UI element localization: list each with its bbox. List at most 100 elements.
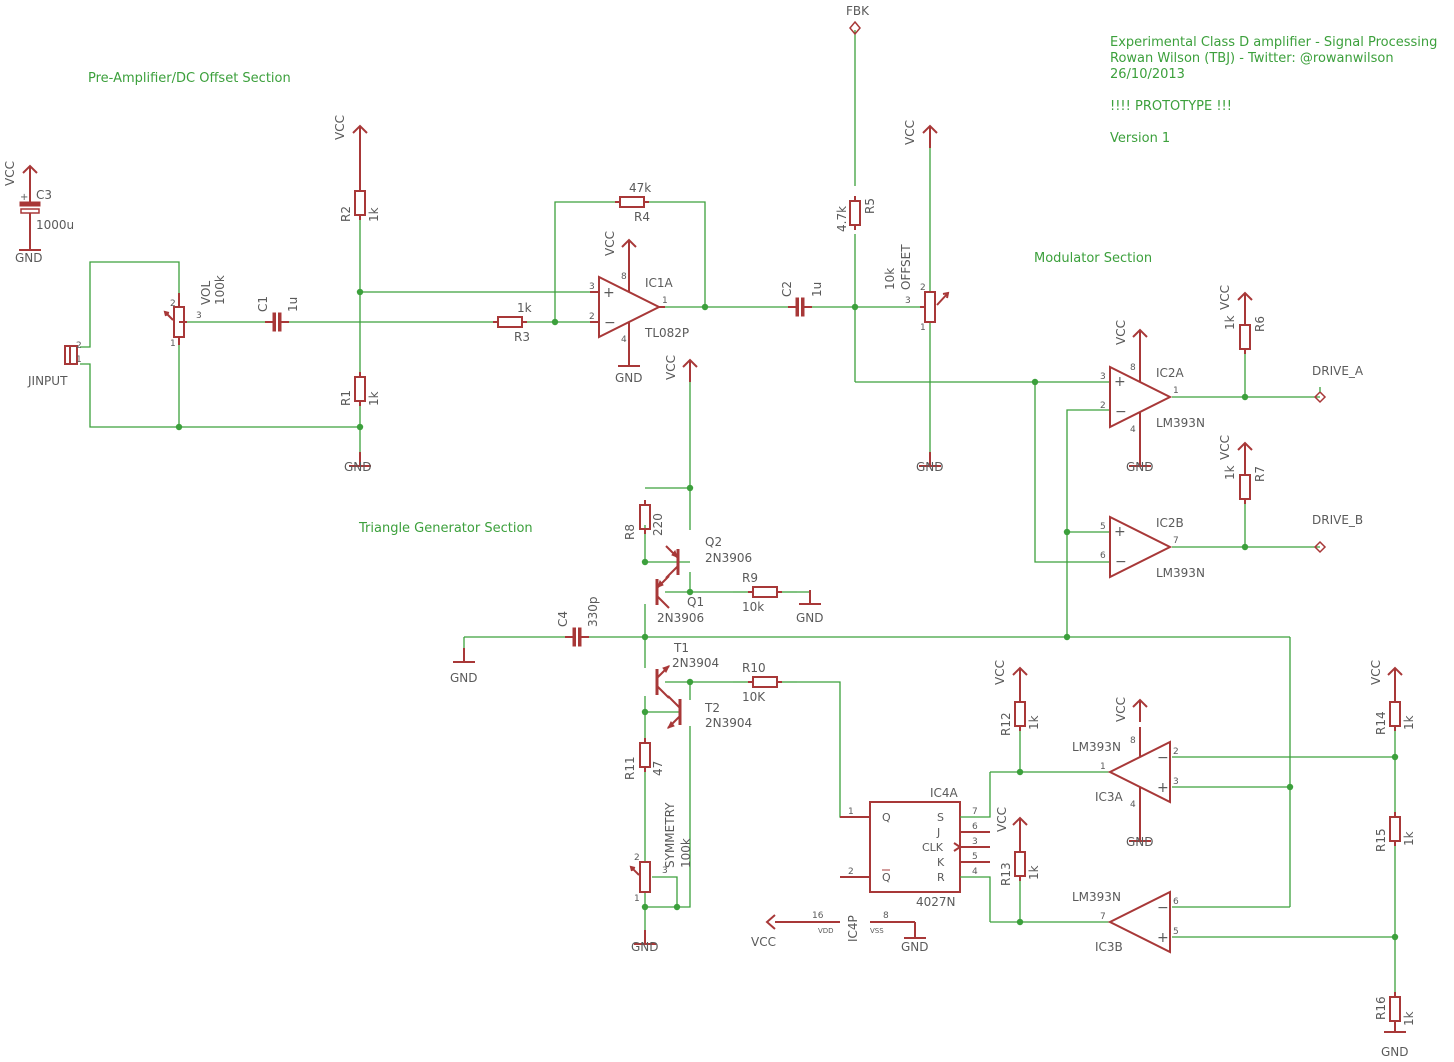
symmetry-potentiometer: 2 3 1 SYMMETRY 100k GND xyxy=(630,802,693,954)
svg-text:1: 1 xyxy=(662,296,668,306)
svg-text:GND: GND xyxy=(901,940,929,954)
svg-text:5: 5 xyxy=(972,852,978,862)
svg-text:R16: R16 xyxy=(1374,996,1388,1020)
svg-text:R6: R6 xyxy=(1253,316,1267,332)
svg-text:2: 2 xyxy=(920,283,926,293)
svg-text:GND: GND xyxy=(1126,835,1154,849)
svg-text:47k: 47k xyxy=(629,181,651,195)
jinput-label: JINPUT xyxy=(27,374,68,388)
svg-text:IC3B: IC3B xyxy=(1095,940,1123,954)
svg-text:LM393N: LM393N xyxy=(1156,566,1205,580)
svg-text:C4: C4 xyxy=(556,611,570,627)
svg-text:R5: R5 xyxy=(863,198,877,214)
svg-text:2: 2 xyxy=(589,312,595,322)
svg-text:IC3A: IC3A xyxy=(1095,790,1124,804)
svg-text:5: 5 xyxy=(1100,522,1106,532)
svg-text:R3: R3 xyxy=(514,330,530,344)
svg-text:+: + xyxy=(20,192,28,203)
title-block: Experimental Class D amplifier - Signal … xyxy=(1110,35,1437,146)
r10-resistor: R10 10K xyxy=(733,661,797,704)
svg-text:VCC: VCC xyxy=(603,231,617,256)
svg-text:1: 1 xyxy=(1100,762,1106,772)
svg-text:7: 7 xyxy=(1173,536,1179,546)
triangle-vcc: VCC xyxy=(664,355,698,383)
svg-text:+: + xyxy=(1157,780,1169,796)
svg-text:4.7k: 4.7k xyxy=(835,206,849,232)
ic3-wires xyxy=(990,637,1399,992)
jinput-connector: 2 1 JINPUT xyxy=(27,341,82,388)
fbk-net: FBK xyxy=(846,4,870,36)
svg-text:GND: GND xyxy=(450,671,478,685)
svg-text:IC2A: IC2A xyxy=(1156,366,1185,380)
r8-resistor: R8 220 xyxy=(623,499,665,540)
svg-text:1k: 1k xyxy=(1223,315,1237,330)
svg-text:VCC: VCC xyxy=(1218,285,1232,310)
r7-resistor: VCC 1k R7 xyxy=(1218,435,1267,505)
title-line-2: Rowan Wilson (TBJ) - Twitter: @rowanwils… xyxy=(1110,51,1394,66)
svg-text:2: 2 xyxy=(1173,747,1179,757)
svg-text:Q1: Q1 xyxy=(687,595,704,609)
svg-text:GND: GND xyxy=(15,251,43,265)
svg-text:SYMMETRY: SYMMETRY xyxy=(663,802,677,868)
svg-text:J: J xyxy=(936,826,940,839)
drive-b-label: DRIVE_B xyxy=(1312,513,1363,527)
r16-resistor: R16 1k GND xyxy=(1374,991,1416,1059)
svg-text:CLK: CLK xyxy=(922,841,944,854)
svg-text:6: 6 xyxy=(972,822,978,832)
svg-text:GND: GND xyxy=(1126,460,1154,474)
svg-text:C2: C2 xyxy=(780,281,794,297)
c1-capacitor: C1 1u xyxy=(256,296,300,332)
svg-text:3: 3 xyxy=(1173,777,1179,787)
svg-text:1: 1 xyxy=(1173,386,1179,396)
svg-text:1k: 1k xyxy=(1402,715,1416,730)
svg-text:3: 3 xyxy=(905,296,911,306)
section-triangle-label: Triangle Generator Section xyxy=(358,521,533,536)
svg-text:−: − xyxy=(1157,900,1169,916)
title-line-1: Experimental Class D amplifier - Signal … xyxy=(1110,35,1437,50)
svg-text:VCC: VCC xyxy=(995,807,1009,832)
svg-text:IC4P: IC4P xyxy=(846,915,860,942)
svg-text:3: 3 xyxy=(589,282,595,292)
svg-text:1: 1 xyxy=(170,339,176,349)
svg-text:6: 6 xyxy=(1173,897,1179,907)
r5-resistor: 4.7k R5 xyxy=(835,195,877,232)
svg-text:VCC: VCC xyxy=(1114,320,1128,345)
fbk-label: FBK xyxy=(846,4,870,18)
drive-a-net: DRIVE_A xyxy=(1312,364,1364,404)
r1-resistor: R1 1k GND xyxy=(339,371,381,474)
svg-text:VCC: VCC xyxy=(1114,697,1128,722)
r4-resistor: 47k R4 xyxy=(614,181,651,224)
svg-text:8: 8 xyxy=(621,272,627,282)
svg-text:10k: 10k xyxy=(883,268,897,290)
r3-resistor: 1k R3 xyxy=(492,301,532,344)
q1-transistor: Q1 2N3906 xyxy=(655,574,704,625)
svg-text:+: + xyxy=(1114,374,1126,390)
svg-text:8: 8 xyxy=(1130,736,1136,746)
preamp-wires xyxy=(80,30,1110,452)
t2-transistor: T2 2N3904 xyxy=(666,694,752,730)
svg-text:1: 1 xyxy=(634,894,640,904)
vol-potentiometer: 2 3 1 VOL 100k xyxy=(164,275,227,349)
r12-resistor: VCC R12 1k xyxy=(993,660,1041,772)
svg-text:220: 220 xyxy=(651,513,665,536)
q2-transistor: Q2 2N3906 xyxy=(664,535,752,580)
svg-text:+: + xyxy=(1114,524,1126,540)
offset-potentiometer: VCC 2 3 1 10k OFFSET GND xyxy=(883,120,950,474)
svg-text:S: S xyxy=(937,811,944,824)
vol-name: VOL xyxy=(199,281,213,305)
title-prototype: !!!! PROTOTYPE !!! xyxy=(1110,99,1232,114)
section-preamp-label: Pre-Amplifier/DC Offset Section xyxy=(88,71,291,86)
svg-text:2: 2 xyxy=(1100,401,1106,411)
svg-text:GND: GND xyxy=(916,460,944,474)
svg-text:16: 16 xyxy=(812,911,824,921)
svg-text:8: 8 xyxy=(883,911,889,921)
svg-text:R4: R4 xyxy=(634,210,650,224)
ic1a-name: IC1A xyxy=(645,276,674,290)
svg-text:LM393N: LM393N xyxy=(1072,890,1121,904)
svg-text:R10: R10 xyxy=(742,661,766,675)
svg-text:2N3906: 2N3906 xyxy=(705,551,752,565)
svg-text:3: 3 xyxy=(196,311,202,321)
svg-text:1k: 1k xyxy=(517,301,532,315)
r14-resistor: VCC R14 1k xyxy=(1369,660,1416,735)
svg-text:VCC: VCC xyxy=(1218,435,1232,460)
